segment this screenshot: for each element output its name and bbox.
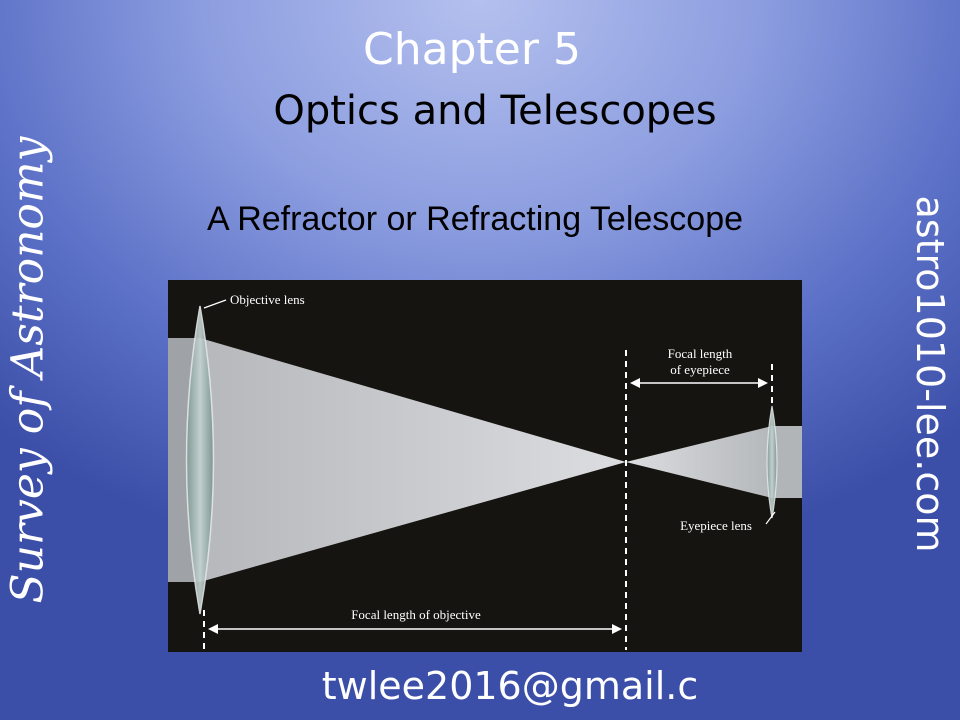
slide-title: Optics and Telescopes: [273, 88, 717, 134]
outgoing-light: [772, 426, 802, 498]
objective-focal-arrow: [208, 624, 622, 634]
diverging-beam: [626, 426, 772, 498]
chapter-heading: Chapter 5: [363, 24, 581, 75]
eyepiece-focal-arrow: [630, 378, 768, 388]
objective-lens-label: Objective lens: [230, 292, 305, 307]
objective-lens: [185, 305, 215, 615]
contact-email: twlee2016@gmail.c: [321, 664, 699, 708]
refractor-diagram: Objective lens Focal length of eyepiece …: [168, 280, 802, 652]
eyepiece-leader-line: [765, 511, 776, 525]
slide-subtitle: A Refractor or Refracting Telescope: [206, 200, 744, 238]
refractor-diagram-svg: Objective lens Focal length of eyepiece …: [168, 292, 802, 650]
side-label-course: Survey of Astronomy: [2, 136, 54, 604]
eyepiece-focal-label-line1: Focal length: [668, 346, 733, 361]
eyepiece-focal-label-line2: of eyepiece: [670, 362, 730, 377]
converging-beam: [200, 338, 626, 582]
eyepiece-lens-label: Eyepiece lens: [680, 518, 752, 533]
side-label-website: astro1010-lee.com: [908, 195, 952, 553]
objective-focal-label: Focal length of objective: [351, 607, 481, 622]
eyepiece-lens: [766, 405, 778, 519]
objective-leader-line: [203, 299, 227, 309]
